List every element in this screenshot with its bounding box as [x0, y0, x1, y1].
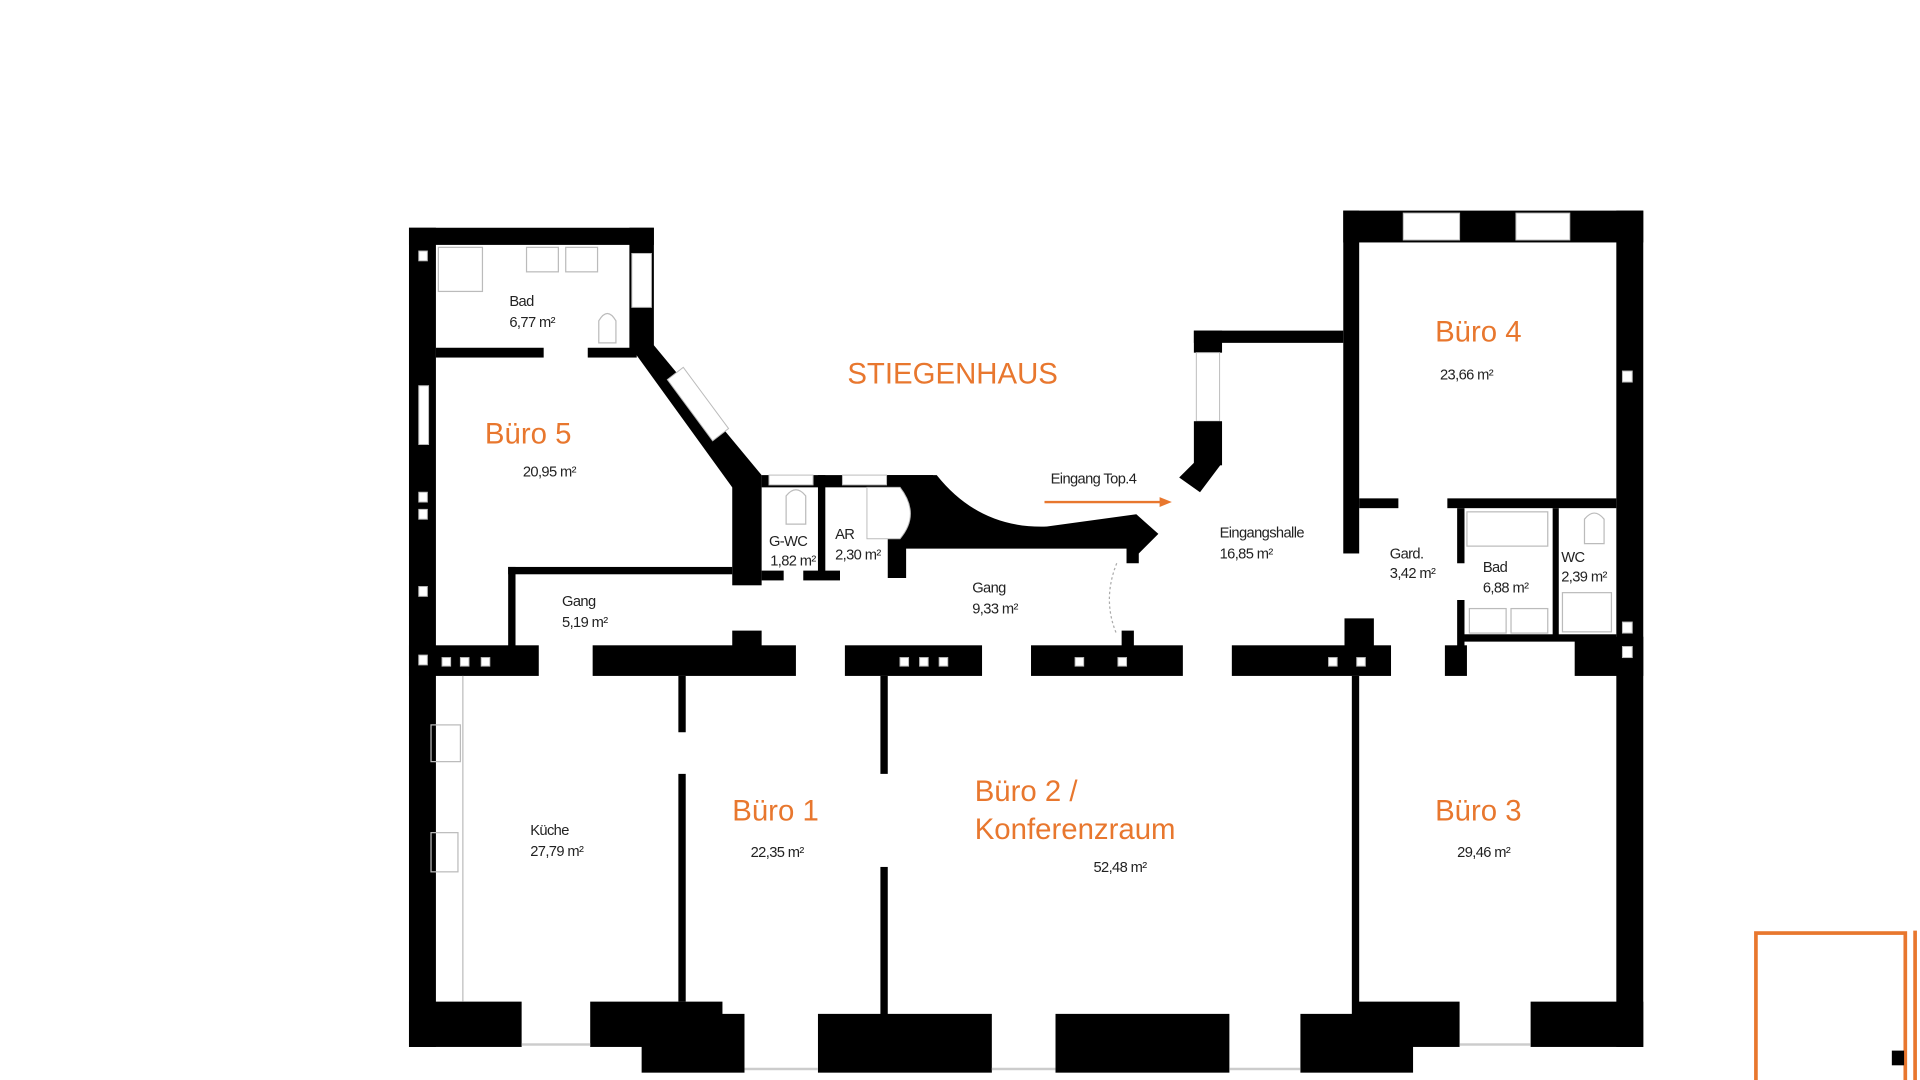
room-name-buero2-line1: Büro 2 / — [975, 775, 1079, 808]
room-name-bad-right: Bad — [1483, 560, 1508, 576]
room-name-gard: Gard. — [1390, 546, 1424, 562]
entrance-arrow-icon — [1044, 497, 1172, 507]
entrance-label: Eingang Top.4 — [1051, 472, 1137, 488]
room-area-ar: 2,30 m² — [835, 548, 881, 564]
room-area-gwc: 1,82 m² — [770, 554, 816, 570]
room-name-buero1: Büro 1 — [732, 794, 819, 827]
room-name-bad-left: Bad — [509, 294, 534, 310]
room-area-kueche: 27,79 m² — [530, 844, 584, 860]
room-name-wc: WC — [1561, 550, 1585, 566]
room-name-eingangshalle: Eingangshalle — [1220, 526, 1305, 542]
room-name-gang-left: Gang — [562, 594, 596, 610]
room-name-buero4: Büro 4 — [1435, 316, 1522, 349]
room-name-buero5: Büro 5 — [485, 417, 572, 450]
room-area-eingangshalle: 16,85 m² — [1220, 546, 1274, 562]
room-area-buero4: 23,66 m² — [1440, 368, 1494, 384]
room-area-bad-left: 6,77 m² — [509, 315, 555, 331]
room-name-ar: AR — [835, 527, 854, 543]
room-area-buero3: 29,46 m² — [1457, 845, 1511, 861]
room-area-gard: 3,42 m² — [1390, 566, 1436, 582]
room-name-gwc: G-WC — [769, 534, 808, 550]
room-name-buero3: Büro 3 — [1435, 794, 1522, 827]
room-area-buero5: 20,95 m² — [523, 464, 577, 480]
room-area-buero1: 22,35 m² — [751, 845, 805, 861]
room-area-bad-right: 6,88 m² — [1483, 581, 1529, 597]
staircase-label: STIEGENHAUS — [847, 357, 1058, 390]
room-area-gang-mid: 9,33 m² — [972, 601, 1018, 617]
room-area-buero2: 52,48 m² — [1093, 860, 1147, 876]
room-area-gang-left: 5,19 m² — [562, 615, 608, 631]
minimap-frame — [1754, 930, 1917, 1080]
room-name-kueche: Küche — [530, 823, 569, 839]
room-name-gang-mid: Gang — [972, 581, 1006, 597]
room-area-wc: 2,39 m² — [1561, 570, 1607, 586]
walls — [408, 210, 1644, 1073]
room-name-buero2: Konferenzraum — [975, 813, 1176, 846]
